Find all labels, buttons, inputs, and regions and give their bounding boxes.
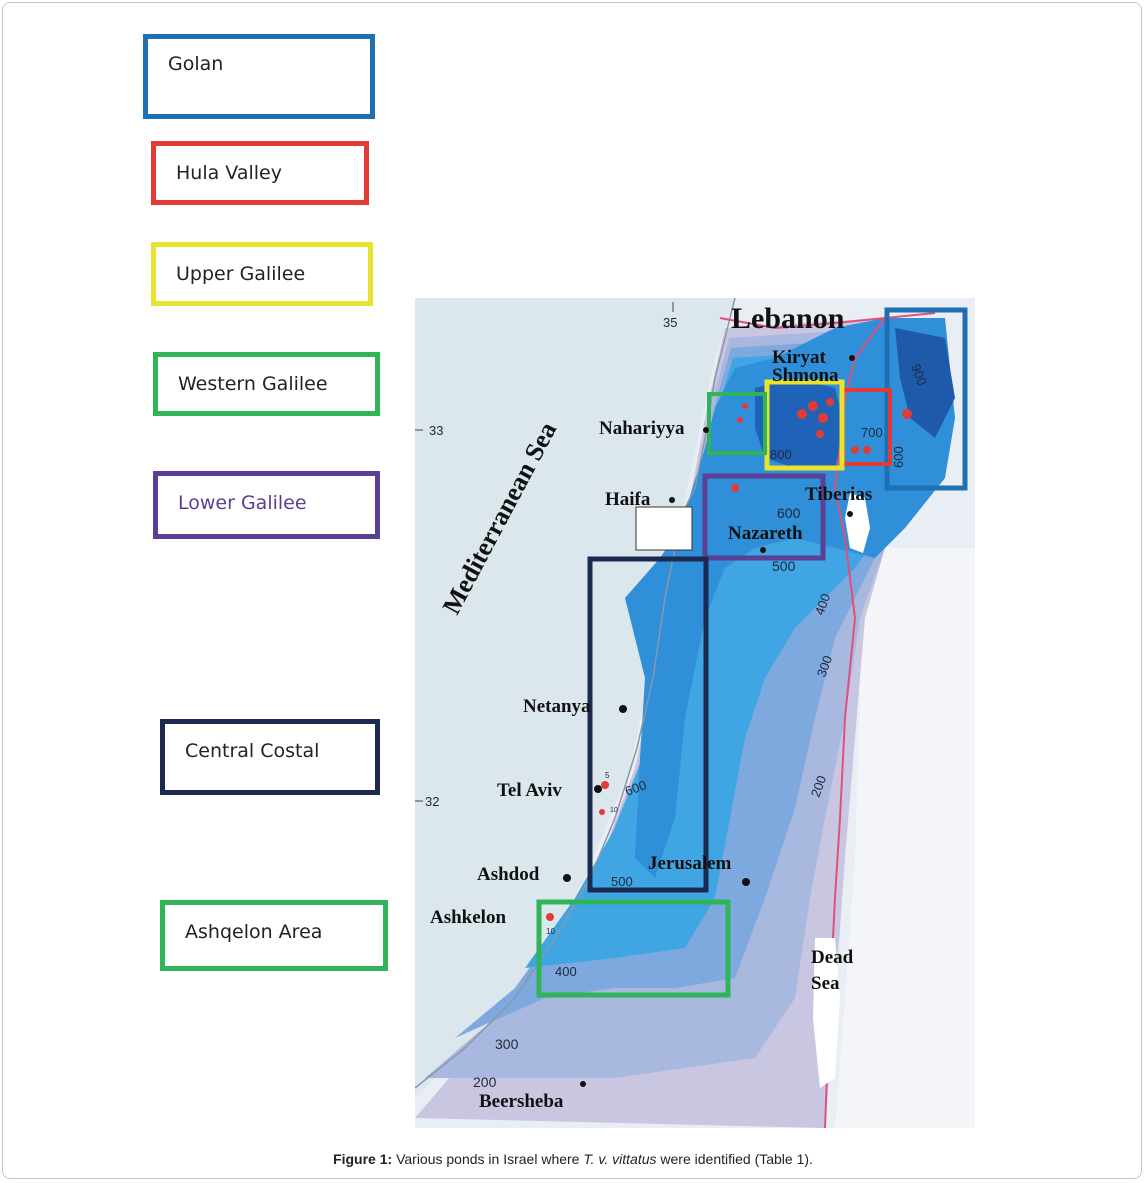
caption-label: Figure 1: [333,1151,393,1167]
pond-marker [808,401,818,411]
city-dot-nahariyya [703,427,709,433]
sea-area [415,298,735,1088]
region-box-lower-galilee [702,473,826,561]
pond-label-5: 5 [605,771,610,780]
northern-border [719,312,936,330]
label-nazareth: Nazareth [728,523,803,544]
pond-marker [902,409,912,419]
contour-label-600b: 600 [777,505,801,521]
label-latitude-33: 33 [429,423,443,438]
label-longitude: 35 [663,315,677,330]
legend-western-galilee: Western Galilee [153,352,380,416]
label-latitude-32: 32 [425,794,439,809]
region-box-central-coastal [587,556,709,893]
label-telaviv: Tel Aviv [497,780,562,801]
pond-marker [742,403,748,409]
region-box-western-galilee [707,392,767,455]
rain-band-600 [625,318,955,878]
contour-label-400b: 400 [555,964,577,979]
pond-label-10a: 10 [610,807,618,814]
label-haifa: Haifa [605,489,651,510]
legend-ashqelon-label: Ashqelon Area [185,921,323,943]
figure-caption: Figure 1: Various ponds in Israel where … [0,1151,1146,1167]
pond-marker [826,398,834,406]
contour-label-800: 800 [770,447,792,462]
contour-label-300a: 300 [814,654,836,680]
legend-hula-label: Hula Valley [176,162,282,184]
contour-label-700: 700 [861,425,883,440]
legend-upper-label: Upper Galilee [176,263,306,285]
legend-ashqelon-area: Ashqelon Area [160,900,388,971]
contour-label-400a: 400 [812,592,834,618]
contour-label-600c: 600 [623,777,649,799]
rain-band-800 [755,378,845,468]
legend-central-costal: Central Costal [160,719,380,795]
legend-upper-galilee: Upper Galilee [151,242,373,306]
label-kiryat: Kiryat [772,347,826,368]
pond-marker [601,781,609,789]
label-ashkelon: Ashkelon [430,907,506,928]
pond-marker [816,430,824,438]
pond-label-10b: 10 [546,927,555,936]
city-dot-tiberias [847,511,853,517]
legend-golan: Golan [143,34,375,119]
contour-label-900: 900 [908,362,930,388]
legend-lower-label: Lower Galilee [178,492,307,514]
pond-marker [818,413,828,423]
pond-marker [851,446,859,454]
contour-label-300b: 300 [495,1036,519,1052]
caption-species: T. v. vittatus [583,1151,657,1167]
sea-of-galilee [845,493,870,553]
contour-label-500a: 500 [772,558,796,574]
label-dead: Dead [811,947,854,968]
label-lebanon: Lebanon [731,302,845,335]
pond-marker [546,913,554,921]
city-dot-haifa [669,497,675,503]
blank-box [635,506,693,551]
city-dot-kiryat [849,355,855,361]
label-beersheba: Beersheba [479,1091,564,1112]
label-shmona: Shmona [772,365,839,386]
contour-label-200a: 200 [808,774,830,800]
city-dot-nazareth [760,547,766,553]
label-tiberias: Tiberias [805,484,872,505]
contour-label-600a: 600 [891,446,906,468]
legend-golan-label: Golan [168,53,224,75]
pond-marker [731,484,739,492]
city-dot-jerusalem [742,878,750,886]
rainfall-map: 5 10 10 Lebanon 35 33 32 Mediterranean S… [415,298,975,1128]
label-nahariyya: Nahariyya [599,418,685,439]
pond-markers [546,398,912,921]
map-svg: 5 10 10 Lebanon 35 33 32 Mediterranean S… [415,298,975,1128]
legend-western-label: Western Galilee [178,373,328,395]
caption-text-after: were identified (Table 1). [660,1151,813,1167]
legend-lower-galilee: Lower Galilee [153,471,380,539]
jordan-area [835,548,975,1128]
label-ashdod: Ashdod [477,864,540,885]
contour-label-500b: 500 [611,874,633,889]
city-dots [563,355,855,1087]
city-dot-ashdod [563,874,571,882]
legend-central-label: Central Costal [185,740,320,762]
pond-marker [737,417,743,423]
legend-hula-valley: Hula Valley [151,141,369,205]
label-netanya: Netanya [523,696,591,717]
pond-marker [797,409,807,419]
dead-sea [813,938,840,1088]
city-dot-beersheba [580,1081,586,1087]
pond-marker [863,446,871,454]
region-box-ashqelon [536,899,731,998]
caption-text-before: Various ponds in Israel where [396,1151,580,1167]
label-sea: Sea [811,973,840,994]
region-box-golan [884,307,968,491]
city-dot-netanya [619,705,627,713]
city-dot-telaviv [594,785,602,793]
pond-marker [599,809,605,815]
label-jerusalem: Jerusalem [648,853,732,874]
contour-label-200b: 200 [473,1074,497,1090]
